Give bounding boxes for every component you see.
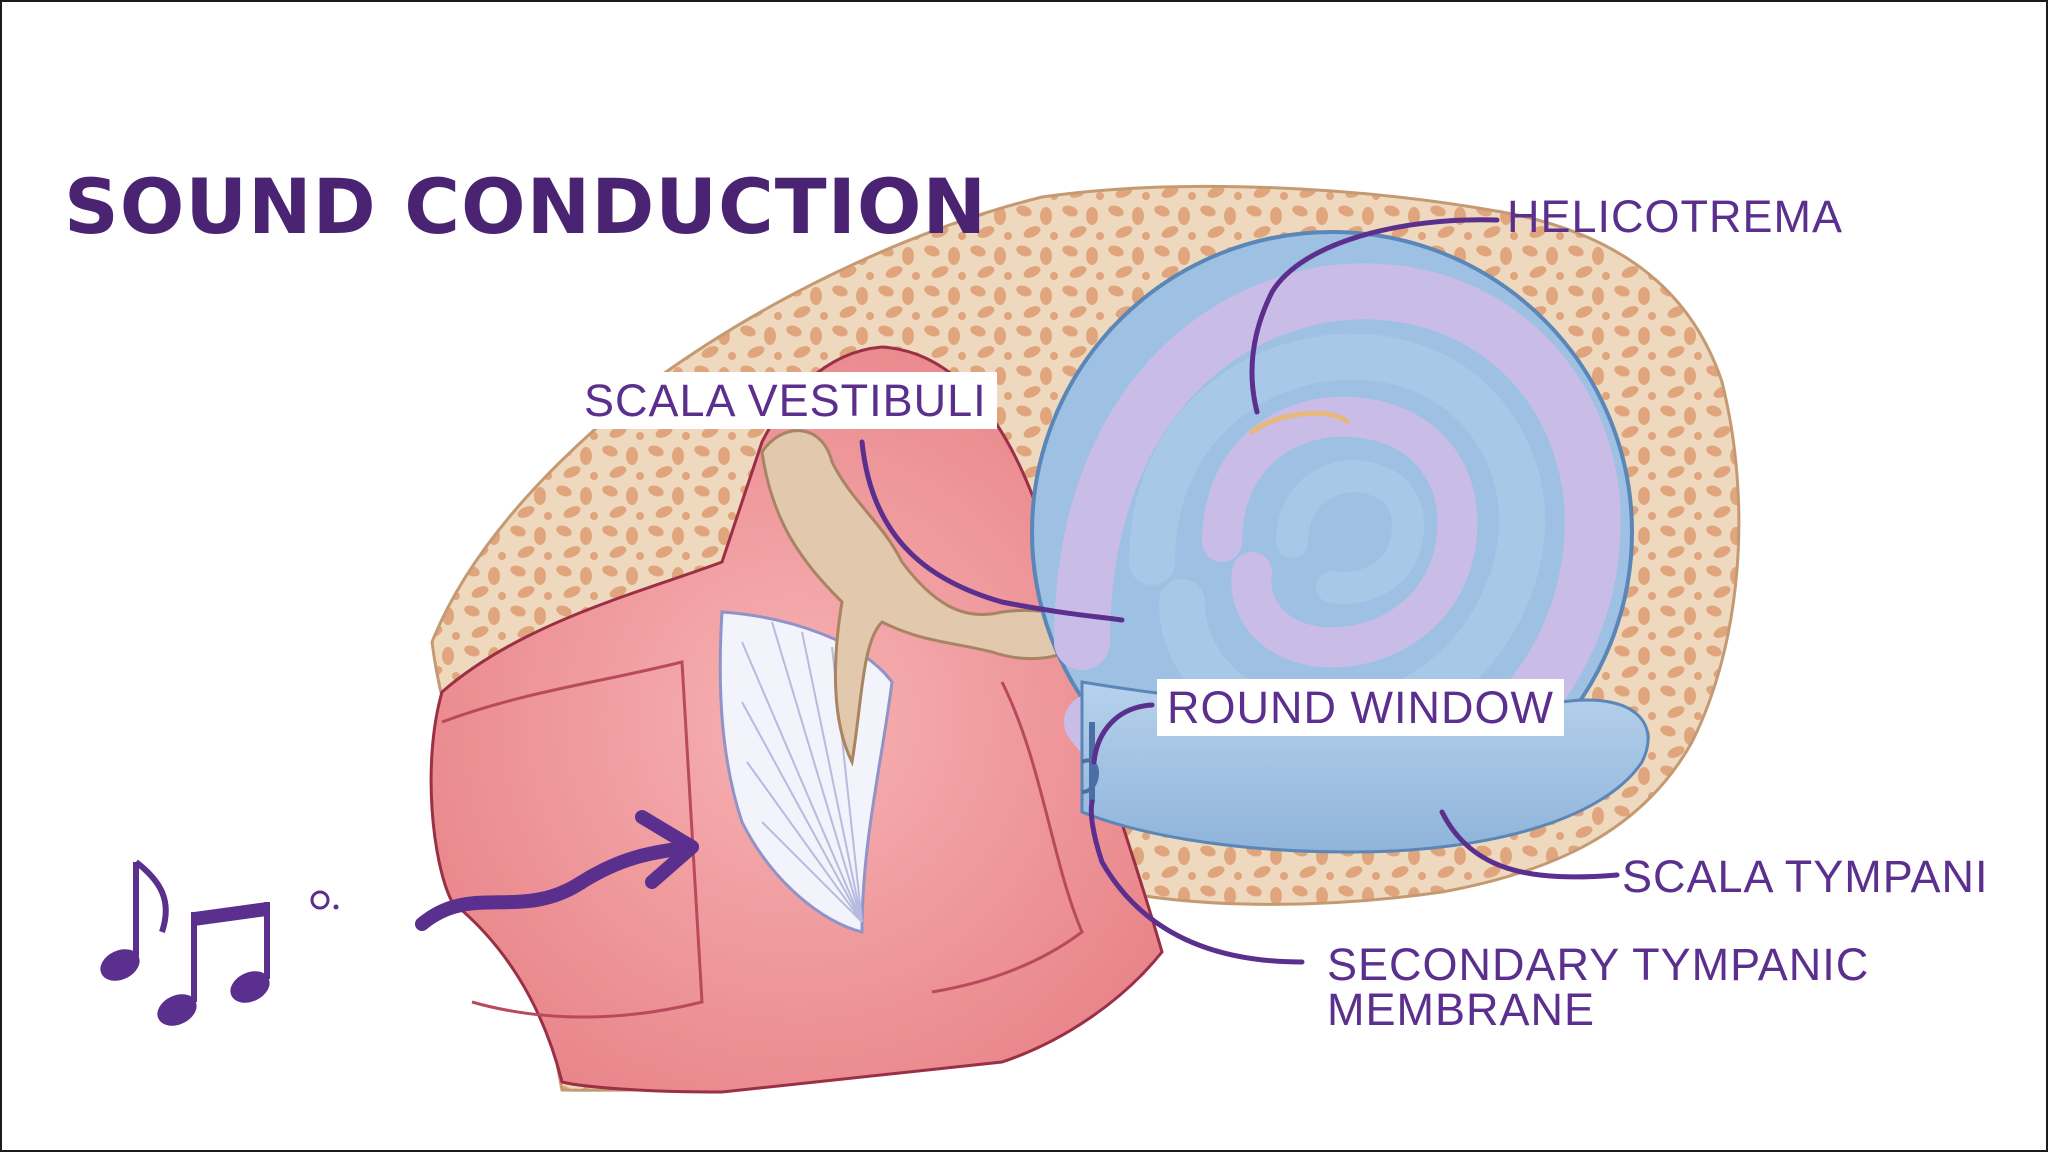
helicotrema-leader [1249, 217, 1500, 415]
page-title: SOUND CONDUCTION [64, 162, 988, 251]
secondary-tympanic-membrane-label: SECONDARY TYMPANIC MEMBRANE [1327, 942, 1869, 1032]
scala-vestibuli-label: SCALA VESTIBULI [574, 372, 997, 429]
music-notes-icon [100, 859, 339, 1026]
scala-tympani-leader [1439, 809, 1620, 880]
sound-wave-arrow-icon [415, 810, 699, 931]
scala-vestibuli-leader [859, 439, 1125, 623]
round-window-leader [1091, 702, 1155, 765]
secondary-tympanic-membrane-label-line1: SECONDARY TYMPANIC [1327, 939, 1870, 990]
inner-canal-fold [931, 681, 1084, 994]
round-window-label: ROUND WINDOW [1157, 679, 1564, 736]
secondary-tympanic-membrane-label-line2: MEMBRANE [1327, 984, 1596, 1035]
ear-canal-wall [441, 660, 704, 1019]
ossicles [760, 429, 1079, 767]
secondary-tympanic-membrane-leader [1088, 799, 1305, 965]
scala-tympani-label: SCALA TYMPANI [1622, 851, 1989, 902]
helicotrema-label: HELICOTREMA [1507, 191, 1844, 242]
